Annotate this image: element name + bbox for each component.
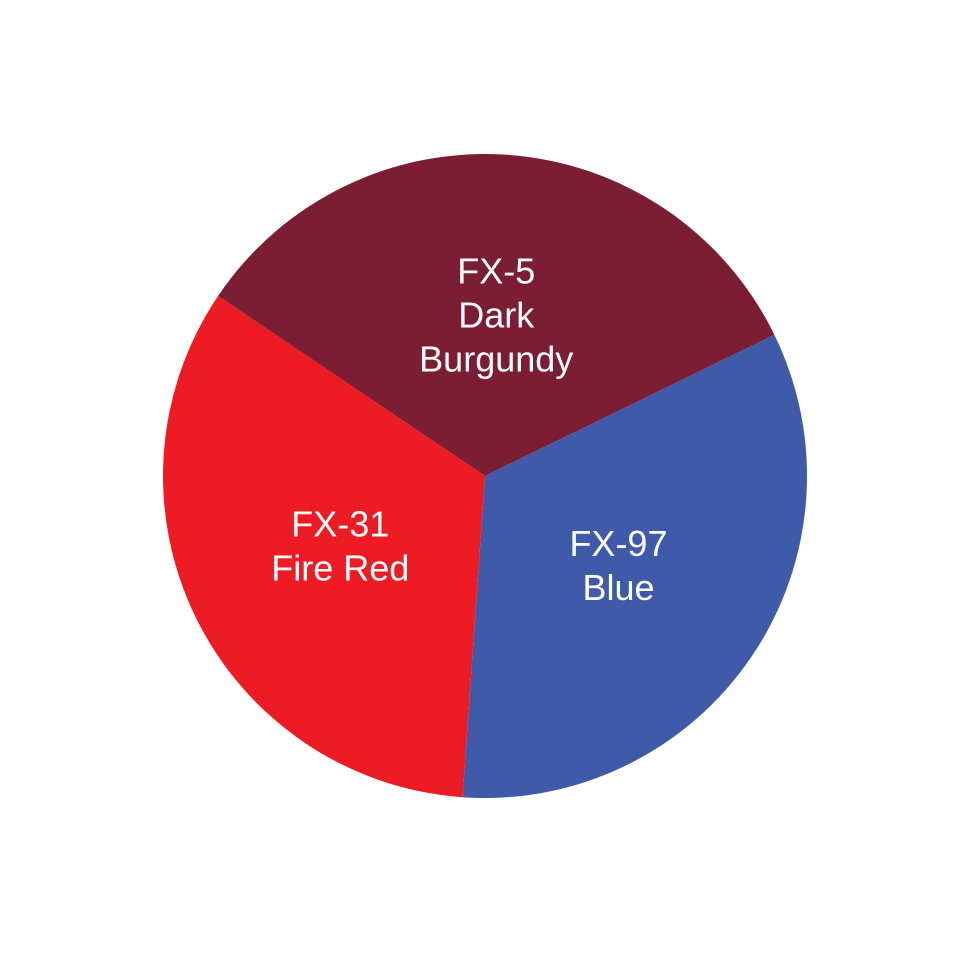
pie-slice-fx-97 — [462, 334, 808, 799]
pie-label-code: FX-31 — [291, 504, 389, 545]
pie-slice-fx-31 — [162, 295, 486, 798]
pie-label-name: Fire Red — [271, 548, 409, 589]
pie-label-name: Burgundy — [419, 338, 573, 379]
pie-slice-fx-5 — [218, 153, 775, 476]
pie-label-code: FX-97 — [569, 523, 667, 564]
pie-label-name: Blue — [582, 567, 654, 608]
pie-slices — [162, 153, 808, 799]
pie-label-code: FX-5 — [457, 250, 535, 291]
pie-label-name: Dark — [458, 294, 535, 335]
